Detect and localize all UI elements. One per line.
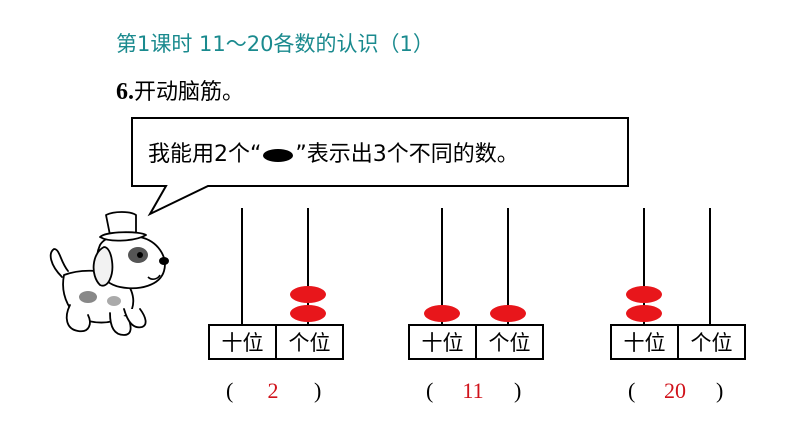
tens-bead xyxy=(424,305,460,322)
ones-bead xyxy=(490,305,526,322)
answer-3: ( 20 ) xyxy=(610,378,750,408)
ones-label: 个位 xyxy=(275,326,342,358)
answer-value: 20 xyxy=(664,378,686,403)
black-oval-bead-icon xyxy=(263,148,294,162)
bubble-text-before: 我能用2个“ xyxy=(148,142,262,167)
tens-label: 十位 xyxy=(623,331,666,355)
ones-rod xyxy=(307,208,309,324)
tens-bead xyxy=(626,305,662,322)
answer-2: ( 11 ) xyxy=(408,378,548,408)
place-value-labels: 十位 个位 xyxy=(208,324,344,360)
question-heading: 6.开动脑筋。 xyxy=(116,74,244,106)
answer-value: 11 xyxy=(462,378,484,403)
tens-rod xyxy=(643,208,645,324)
abacus-2: 十位 个位 xyxy=(408,208,548,368)
ones-bead xyxy=(290,286,326,303)
question-text: 开动脑筋。 xyxy=(134,80,245,105)
open-paren: ( xyxy=(426,378,434,403)
close-paren: ) xyxy=(514,378,522,403)
speech-bubble-text: 我能用2个“ ”表示出3个不同的数。 xyxy=(148,136,519,168)
open-paren: ( xyxy=(628,378,636,403)
ones-label: 个位 xyxy=(677,326,744,358)
question-number: 6. xyxy=(116,79,134,105)
answer-1: ( 2 ) xyxy=(208,378,348,408)
close-paren: ) xyxy=(314,378,322,403)
answer-value: 2 xyxy=(267,378,279,403)
tens-label: 十位 xyxy=(421,331,464,355)
place-value-labels: 十位 个位 xyxy=(610,324,746,360)
place-value-labels: 十位 个位 xyxy=(408,324,544,360)
ones-bead xyxy=(290,305,326,322)
tens-rod xyxy=(441,208,443,324)
close-paren: ) xyxy=(716,378,724,403)
tens-bead xyxy=(626,286,662,303)
ones-rod xyxy=(709,208,711,324)
tens-rod xyxy=(241,208,243,324)
ones-label: 个位 xyxy=(475,326,542,358)
tens-label: 十位 xyxy=(221,331,264,355)
abacus-1: 十位 个位 xyxy=(208,208,348,368)
abacus-3: 十位 个位 xyxy=(610,208,750,368)
bubble-text-after: ”表示出3个不同的数。 xyxy=(295,142,519,167)
open-paren: ( xyxy=(226,378,234,403)
puppy-illustration xyxy=(49,211,169,336)
ones-rod xyxy=(507,208,509,324)
lesson-title: 第1课时 11～20各数的认识（1） xyxy=(116,32,434,56)
